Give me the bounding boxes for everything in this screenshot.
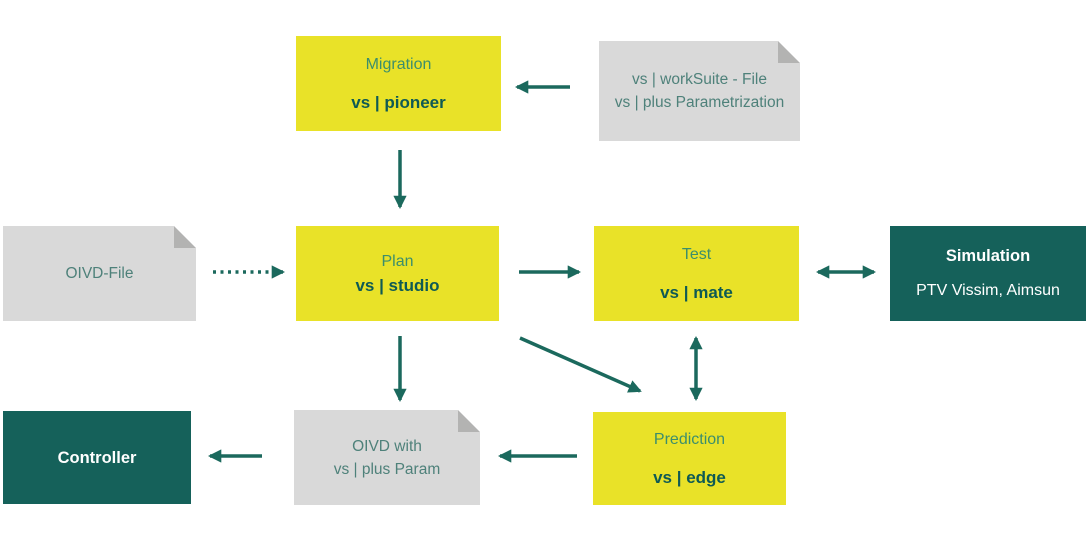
oivd-file-label: OIVD-File bbox=[65, 265, 134, 282]
node-oivd-param-document: OIVD with vs | plus Param bbox=[294, 410, 480, 505]
node-test: Test vs | mate bbox=[594, 226, 799, 321]
node-worksuite-file-document: vs | workSuite - File vs | plus Parametr… bbox=[599, 41, 800, 141]
node-prediction-product: vs | edge bbox=[653, 467, 726, 487]
node-plan-product: vs | studio bbox=[355, 275, 440, 295]
node-controller: Controller bbox=[3, 411, 191, 504]
oivd-param-line1: OIVD with bbox=[352, 437, 422, 455]
node-test-title: Test bbox=[681, 245, 712, 263]
node-prediction-title: Prediction bbox=[653, 430, 726, 448]
node-oivd-file-document: OIVD-File bbox=[3, 226, 196, 321]
arrow-plan-to-prediction-diagonal bbox=[519, 336, 642, 393]
node-test-product: vs | mate bbox=[660, 282, 733, 302]
worksuite-file-line1: vs | workSuite - File bbox=[632, 71, 767, 88]
node-simulation-title: Simulation bbox=[945, 247, 1031, 265]
worksuite-file-line2: vs | plus Parametrization bbox=[614, 94, 785, 111]
node-plan: Plan vs | studio bbox=[296, 226, 499, 321]
node-simulation: Simulation PTV Vissim, Aimsun bbox=[890, 226, 1086, 321]
node-prediction: Prediction vs | edge bbox=[593, 412, 786, 505]
node-simulation-subtitle: PTV Vissim, Aimsun bbox=[916, 282, 1060, 299]
oivd-param-line2: vs | plus Param bbox=[333, 460, 441, 478]
node-plan-title: Plan bbox=[381, 252, 414, 270]
node-migration: Migration vs | pioneer bbox=[296, 36, 501, 131]
node-controller-label: Controller bbox=[57, 448, 137, 467]
node-migration-title: Migration bbox=[365, 55, 432, 73]
node-migration-product: vs | pioneer bbox=[351, 92, 446, 112]
